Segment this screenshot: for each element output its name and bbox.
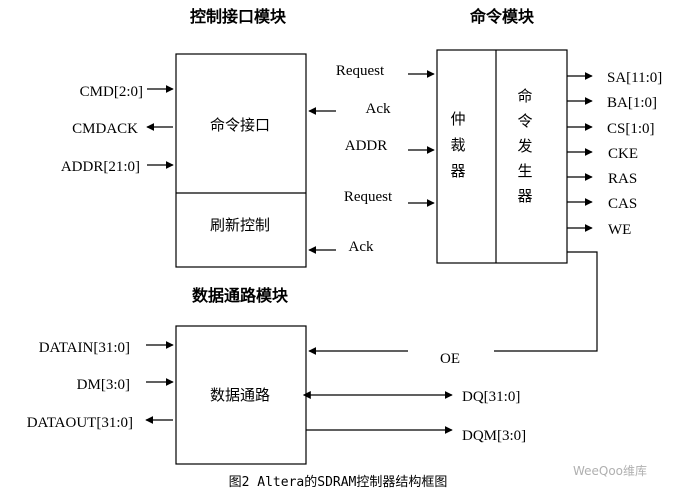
datapath-module-title: 数据通路模块 xyxy=(192,286,289,305)
arbiter-char-1: 仲 xyxy=(450,110,465,128)
sa-signal-label: SA[11:0] xyxy=(607,70,662,86)
ba-signal-label: BA[1:0] xyxy=(607,95,657,111)
cas-signal-label: CAS xyxy=(608,196,637,212)
command-module-title: 命令模块 xyxy=(469,7,535,26)
refresh-control-label: 刷新控制 xyxy=(210,216,270,234)
dq-signal-label: DQ[31:0] xyxy=(462,389,520,405)
watermark-logo: WeeQoo维库 xyxy=(573,463,647,478)
datain-signal-label: DATAIN[31:0] xyxy=(39,340,130,356)
cmdack-signal-label: CMDACK xyxy=(72,121,138,137)
control-interface-block xyxy=(175,53,307,268)
figure-caption: 图2 Altera的SDRAM控制器结构框图 xyxy=(229,474,448,490)
ack2-label: Ack xyxy=(349,239,374,255)
we-signal-label: WE xyxy=(608,222,631,238)
cmd-generator-char-2: 令 xyxy=(517,112,532,130)
request1-label: Request xyxy=(336,63,385,79)
cke-signal-label: CKE xyxy=(608,146,638,162)
cmd-generator-char-5: 器 xyxy=(517,187,532,205)
oe-label: OE xyxy=(440,351,460,367)
oe-feedback-line xyxy=(494,251,598,352)
cmd-signal-label: CMD[2:0] xyxy=(80,84,143,100)
datapath-block xyxy=(175,325,307,465)
control-interface-title: 控制接口模块 xyxy=(190,7,287,26)
addr-signal-label: ADDR[21:0] xyxy=(61,159,140,175)
cmd-interface-label: 命令接口 xyxy=(210,116,270,134)
addr-mid-label: ADDR xyxy=(345,138,388,154)
request2-label: Request xyxy=(344,189,393,205)
command-module-block xyxy=(436,49,568,264)
arbiter-char-3: 器 xyxy=(450,162,465,180)
dataout-signal-label: DATAOUT[31:0] xyxy=(27,415,133,431)
arbiter-char-2: 裁 xyxy=(450,136,465,154)
datapath-label: 数据通路 xyxy=(210,386,270,404)
dqm-signal-label: DQM[3:0] xyxy=(462,428,526,444)
cmd-generator-char-3: 发 xyxy=(517,137,532,155)
cs-signal-label: CS[1:0] xyxy=(607,121,655,137)
ack1-label: Ack xyxy=(366,101,391,117)
cmd-generator-char-1: 命 xyxy=(517,87,532,105)
dm-signal-label: DM[3:0] xyxy=(77,377,130,393)
ras-signal-label: RAS xyxy=(608,171,637,187)
cmd-generator-char-4: 生 xyxy=(517,162,532,180)
